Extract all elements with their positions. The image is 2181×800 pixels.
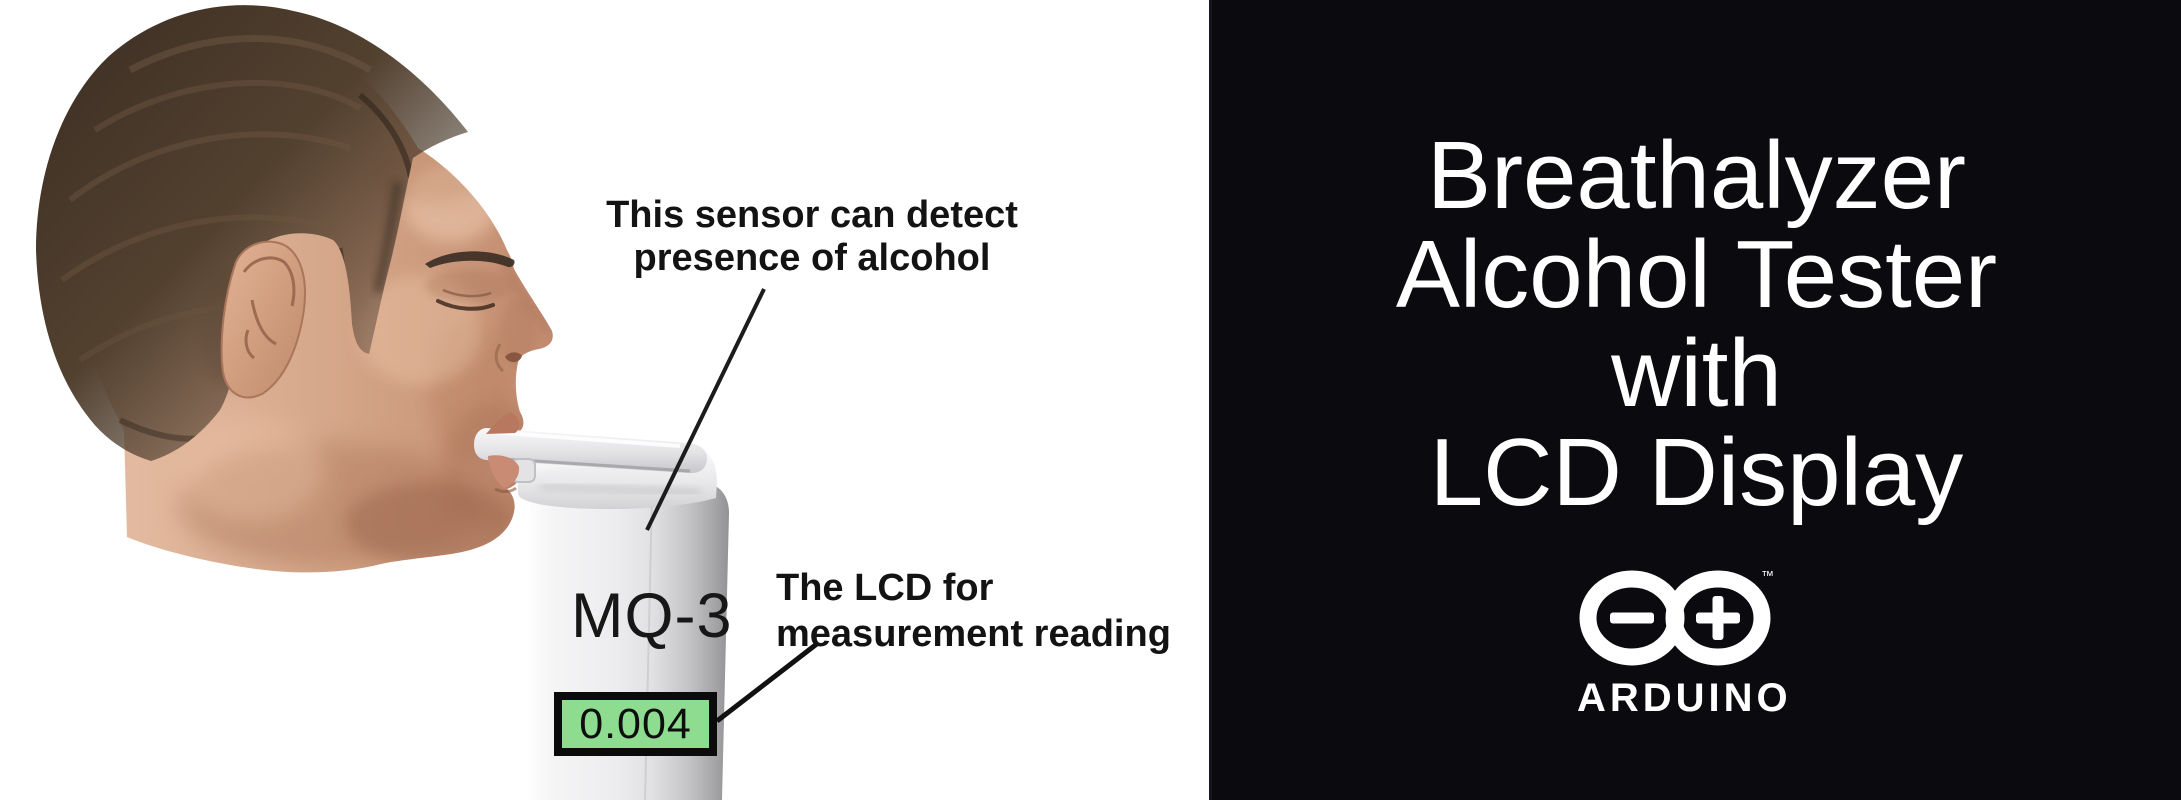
sensor-model-label: MQ-3 [571,581,733,651]
infinity-right-ring [1665,570,1771,666]
brand-name: ARDUINO [1577,676,1792,720]
title-line-1: Breathalyzer [1427,122,1966,229]
arduino-infinity-icon: ™ [1579,568,1774,666]
head [36,5,553,573]
trademark-symbol: ™ [1761,568,1774,583]
closed-eye [436,299,495,311]
ear [220,240,306,399]
lcd-annotation-line2: measurement reading [776,613,1171,655]
lcd-pointer-line [715,641,820,723]
head-illustration [36,5,820,800]
lcd-display: 0.004 [554,692,717,756]
face-features [425,251,522,493]
nostril [505,352,522,363]
page-title: Breathalyzer Alcohol Tester with LCD Dis… [1212,126,2181,522]
plus-icon-v [1712,596,1724,640]
sensor-pointer-line [645,288,766,531]
arduino-brand: ™ ARDUINO [1577,568,1792,721]
eyebrow [425,251,515,268]
upper-lip [486,412,520,434]
lower-lip [488,455,520,488]
lcd-annotation: The LCD for measurement reading [776,565,1206,657]
title-panel: Breathalyzer Alcohol Tester with LCD Dis… [1209,0,2181,800]
title-line-3: with [1611,320,1782,427]
title-line-4: LCD Display [1429,419,1964,526]
lcd-value: 0.004 [579,699,692,748]
sensor-annotation-line1: This sensor can detect [606,194,1018,236]
sensor-annotation-line2: presence of alcohol [633,237,991,279]
illustration-svg [36,5,820,800]
title-line-2: Alcohol Tester [1395,221,1998,328]
mouthpiece [474,428,708,483]
minus-icon [1610,612,1654,624]
sensor-annotation: This sensor can detect presence of alcoh… [592,194,1032,280]
lcd-annotation-line1: The LCD for [776,567,994,609]
